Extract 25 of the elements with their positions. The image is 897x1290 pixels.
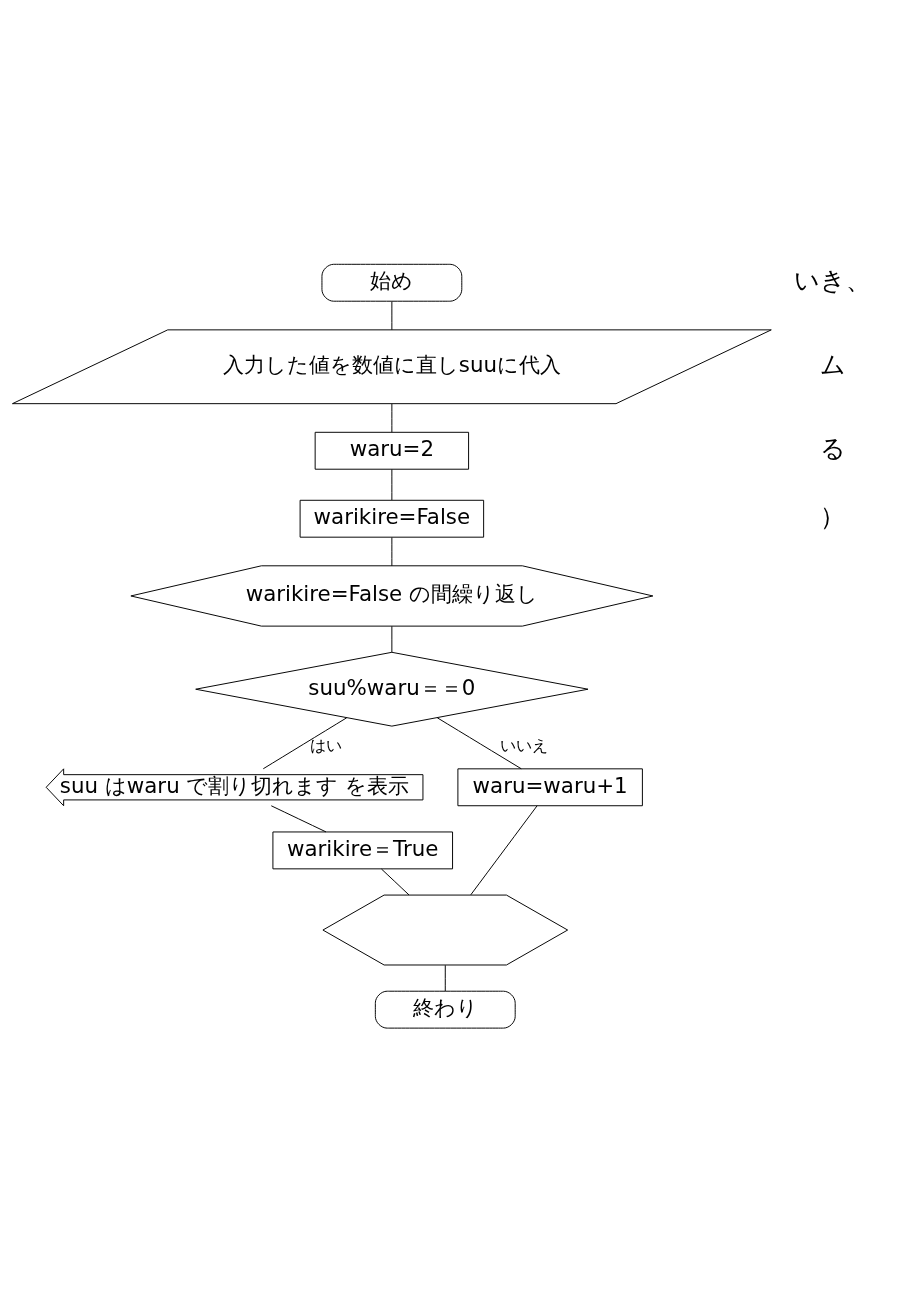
node-box: waru=2	[314, 431, 470, 470]
label: ム	[819, 349, 846, 379]
connector	[391, 403, 393, 433]
node-hexagon	[322, 894, 569, 966]
connector	[444, 964, 446, 992]
connector	[262, 717, 348, 770]
node-diamond: suu%waru＝＝0	[195, 651, 589, 727]
connector	[380, 868, 410, 896]
edge-label: いいえ	[499, 737, 548, 756]
node-box: waru=waru+1	[457, 768, 643, 807]
node-box: warikire＝True	[272, 831, 454, 870]
connector	[391, 301, 393, 331]
connector	[270, 805, 327, 833]
connector	[391, 468, 393, 501]
connector	[391, 625, 393, 653]
node-box: 始め	[321, 263, 463, 302]
label: る	[819, 433, 846, 463]
edge-label: はい	[309, 737, 342, 756]
node-box: warikire=False	[299, 499, 485, 538]
node-box: 終わり	[374, 990, 516, 1029]
connector	[470, 805, 538, 896]
label: ）	[820, 501, 846, 531]
connector	[391, 537, 393, 567]
label: いき、	[794, 265, 872, 295]
connector	[436, 717, 522, 770]
